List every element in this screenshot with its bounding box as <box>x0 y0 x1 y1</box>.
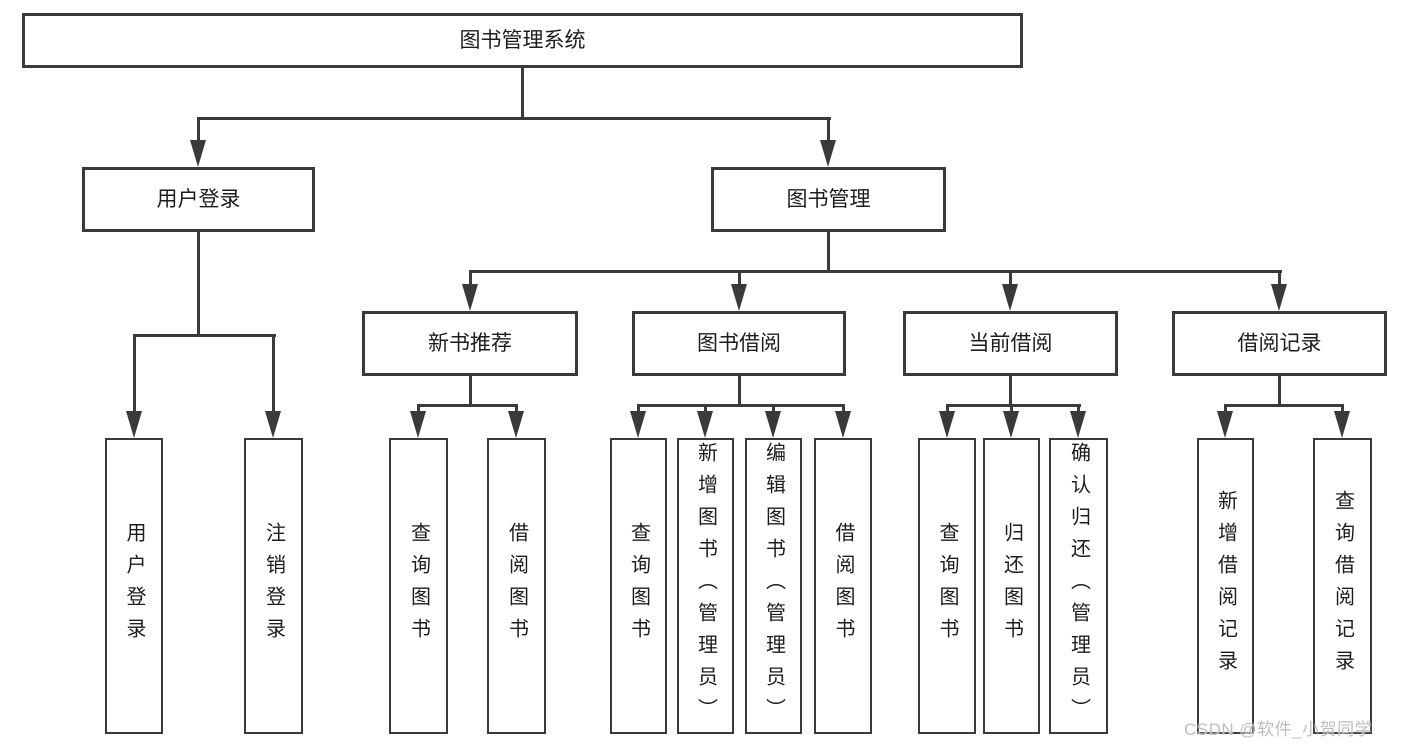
leaf-current-query-books: 查询图书 <box>918 438 976 734</box>
leaf-user-login: 用户登录 <box>105 438 163 734</box>
arrow-down-icon <box>508 411 524 438</box>
leaf-return-books: 归还图书 <box>983 438 1040 734</box>
arrow-down-icon <box>410 411 426 438</box>
connector-new-book-branch <box>417 404 518 407</box>
node-user-login: 用户登录 <box>82 167 315 232</box>
connector-arrow-shaft <box>1341 404 1344 416</box>
connector-arrow-shaft <box>841 404 845 416</box>
arrow-down-icon <box>630 411 646 438</box>
connector-arrow-shaft <box>197 117 200 145</box>
connector-arrow-shaft <box>772 404 775 416</box>
watermark-text: CSDN @软件_小贺同学 <box>1184 720 1373 739</box>
arrow-down-icon <box>125 411 142 438</box>
connector-arrow-shaft <box>1278 270 1281 290</box>
arrow-down-icon <box>938 411 955 438</box>
connector-book-mgmt-stub <box>827 231 830 273</box>
leaf-add-books-admin: 新增图书（管理员） <box>677 438 734 734</box>
connector-arrow-shaft <box>132 334 136 415</box>
arrow-down-icon <box>730 284 747 311</box>
arrow-down-icon <box>1003 411 1019 438</box>
leaf-edit-books-admin: 编辑图书（管理员） <box>745 438 802 734</box>
leaf-borrow-books: 借阅图书 <box>814 438 872 734</box>
connector-arrow-shaft <box>637 404 640 416</box>
leaf-logout-login: 注销登录 <box>244 438 303 734</box>
connector-current-borrow-branch <box>945 404 1081 407</box>
arrow-down-icon <box>461 284 478 311</box>
connector-user-login-branch <box>132 334 276 337</box>
arrow-down-icon <box>834 411 851 438</box>
connector-arrow-shaft <box>1009 270 1012 290</box>
node-new-book-recommend: 新书推荐 <box>362 311 578 376</box>
connector-root-stub <box>521 67 524 120</box>
connector-book-borrow-branch <box>637 404 845 407</box>
node-current-borrow: 当前借阅 <box>903 311 1118 376</box>
connector-arrow-shaft <box>1224 404 1227 416</box>
leaf-confirm-return-admin: 确认归还（管理员） <box>1049 438 1108 734</box>
connector-borrow-records-stub <box>1278 375 1281 407</box>
arrow-down-icon <box>1002 284 1018 311</box>
connector-arrow-shaft <box>737 270 741 290</box>
leaf-borrow-query-books: 查询图书 <box>610 438 667 734</box>
connector-arrow-shaft <box>272 334 275 415</box>
connector-book-mgmt-branch <box>468 270 1282 273</box>
connector-arrow-shaft <box>704 404 707 416</box>
node-borrow-records: 借阅记录 <box>1172 311 1387 376</box>
connector-arrow-shaft <box>827 117 830 145</box>
arrow-down-icon <box>190 140 206 167</box>
node-root: 图书管理系统 <box>22 13 1023 68</box>
arrow-down-icon <box>765 411 781 438</box>
connector-arrow-shaft <box>468 270 472 290</box>
connector-borrow-records-branch <box>1224 404 1344 407</box>
leaf-query-borrow-record: 查询借阅记录 <box>1313 438 1372 734</box>
connector-new-book-stub <box>468 375 472 407</box>
connector-arrow-shaft <box>515 404 518 416</box>
arrow-down-icon <box>820 140 836 167</box>
connector-user-login-stub <box>197 231 200 337</box>
connector-arrow-shaft <box>417 404 420 416</box>
arrow-down-icon <box>265 411 281 438</box>
arrow-down-icon <box>1271 284 1287 311</box>
leaf-add-borrow-record: 新增借阅记录 <box>1197 438 1254 734</box>
arrow-down-icon <box>1070 411 1086 438</box>
connector-current-borrow-stub <box>1009 375 1012 407</box>
leaf-recommend-query-books: 查询图书 <box>389 438 448 734</box>
node-book-borrow: 图书借阅 <box>632 311 846 376</box>
node-book-management: 图书管理 <box>711 167 946 232</box>
connector-arrow-shaft <box>1010 404 1013 416</box>
connector-book-borrow-stub <box>737 375 741 407</box>
arrow-down-icon <box>1217 411 1233 438</box>
leaf-recommend-borrow-books: 借阅图书 <box>487 438 546 734</box>
arrow-down-icon <box>1334 411 1350 438</box>
connector-arrow-shaft <box>945 404 949 416</box>
connector-arrow-shaft <box>1077 404 1080 416</box>
arrow-down-icon <box>697 411 713 438</box>
connector-root-branch <box>197 117 831 120</box>
